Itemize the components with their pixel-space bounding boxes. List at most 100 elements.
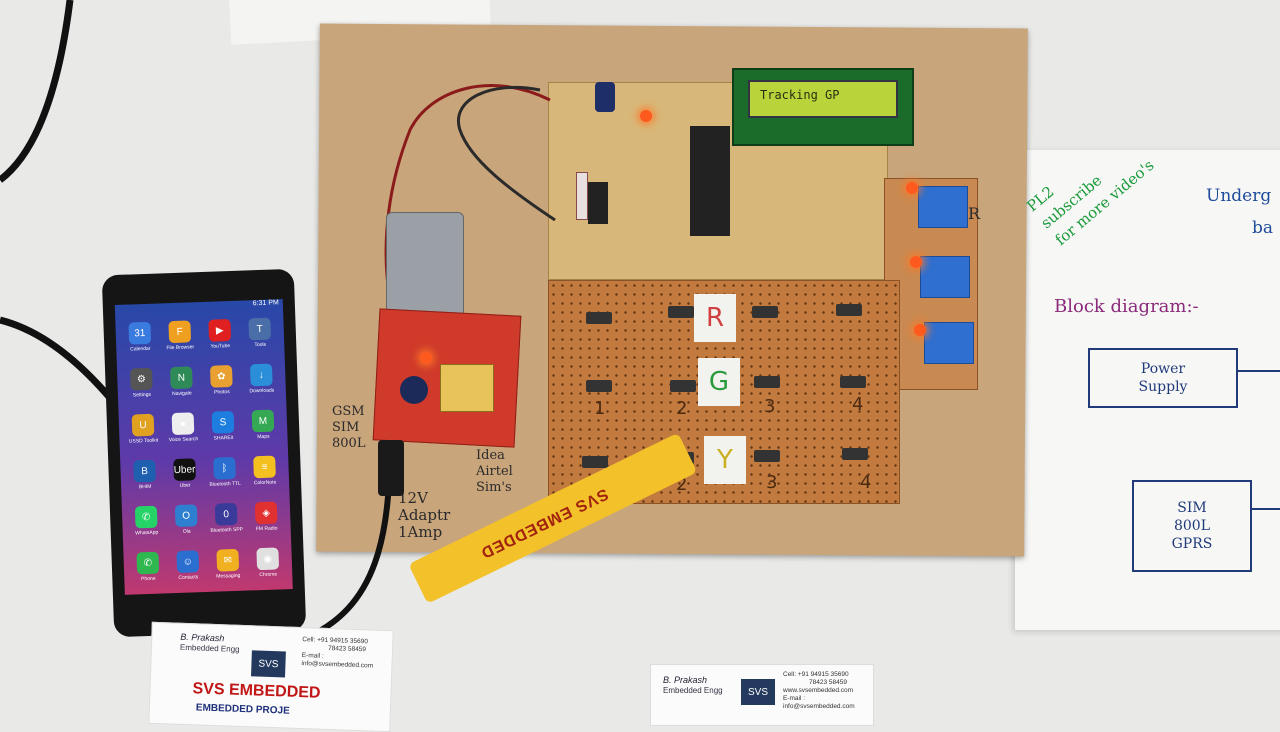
sim800l-block: SIM 800L GPRS [1132, 480, 1252, 572]
app-messaging[interactable]: ✉Messaging [207, 548, 249, 596]
app-label: Navigate [171, 390, 192, 398]
app-icon: B [133, 459, 156, 483]
card-role: Embedded Engg [663, 686, 723, 695]
app-voice-search[interactable]: ●Voice Search [163, 412, 205, 459]
app-colornote[interactable]: ≡ColorNote [244, 455, 286, 502]
app-label: Ola [182, 528, 191, 535]
switch [842, 448, 868, 460]
app-label: USSD Toolkit [128, 437, 159, 445]
app-icon: ☺ [176, 550, 200, 574]
app-label: Calendar [130, 345, 151, 353]
switch [582, 456, 608, 468]
capacitor [595, 82, 615, 112]
app-downloads[interactable]: ↓Downloads [241, 363, 283, 410]
switch [754, 376, 780, 388]
phone-status-time: 6:31 PM [252, 299, 279, 308]
app-fm-radio[interactable]: ◈FM Radio [246, 501, 288, 548]
app-icon: ✆ [136, 551, 160, 575]
block-diagram-heading: Block diagram:- [1054, 296, 1199, 317]
sim800l-chip [440, 364, 494, 412]
gsm-capacitor [400, 376, 428, 404]
card-r: R [694, 294, 736, 342]
ic-chip [588, 182, 608, 224]
business-card-right: B. Prakash Embedded Engg SVS Cell: +91 9… [650, 664, 874, 726]
app-icon: T [248, 317, 272, 341]
app-icon: ↓ [249, 363, 273, 387]
whiteboard-title: Underg ba [1206, 186, 1274, 238]
relay-led-3 [914, 324, 926, 336]
app-phone[interactable]: ✆Phone [127, 551, 169, 598]
business-card-left: B. Prakash Embedded Engg SVS Cell: +91 9… [148, 621, 394, 732]
app-icon: ◉ [256, 547, 280, 571]
whiteboard-sheet [1015, 150, 1280, 630]
note-gsm: GSM SIM 800L [332, 404, 366, 451]
app-icon: F [168, 320, 192, 344]
app-label: FM Radio [255, 525, 278, 533]
app-icon: ✉ [216, 548, 240, 572]
app-label: BHIM [138, 483, 152, 491]
switch-number: 3 [764, 396, 776, 417]
app-photos[interactable]: ✿Photos [201, 364, 243, 412]
switch-number: 4 [852, 394, 864, 415]
app-label: Bluetooth TTL [209, 480, 241, 488]
status-led [640, 110, 652, 122]
app-icon: ◈ [254, 501, 278, 525]
switch [836, 304, 862, 316]
card-company: SVS EMBEDDED [192, 680, 321, 702]
app-icon: M [251, 409, 275, 433]
app-whatsapp[interactable]: ✆WhatsApp [126, 505, 168, 552]
app-youtube[interactable]: ▶YouTube [199, 318, 241, 366]
app-chrome[interactable]: ◉Chrome [247, 547, 289, 594]
app-label: Voice Search [168, 436, 199, 444]
card-role: Embedded Engg [179, 642, 240, 654]
app-label: Chrome [259, 571, 278, 579]
relay-2 [920, 256, 970, 298]
lcd-text: Tracking GP [760, 88, 840, 102]
switch-number: 3 [766, 472, 778, 493]
app-label: Messaging [216, 572, 241, 580]
app-icon: O [174, 504, 198, 528]
lcd-display: Tracking GP [732, 68, 914, 146]
lcd-screen: Tracking GP [748, 80, 898, 118]
black-cable [0, 0, 74, 183]
switch [752, 306, 778, 318]
relay-led-2 [910, 256, 922, 268]
switch-number: 1 [594, 398, 606, 419]
app-icon: ▶ [208, 318, 232, 342]
microcontroller-chip [690, 126, 730, 236]
relay-1 [918, 186, 968, 228]
app-label: Downloads [249, 387, 275, 395]
relay-3 [924, 322, 974, 364]
app-label: Maps [257, 433, 270, 441]
switch-number: 4 [860, 472, 872, 493]
switch [668, 306, 694, 318]
card-name: B. Prakash [663, 675, 708, 685]
app-icon: ● [171, 412, 195, 436]
switch [670, 380, 696, 392]
app-icon: ✆ [134, 505, 158, 529]
app-icon: U [131, 413, 155, 437]
app-contacts[interactable]: ☺Contacts [167, 550, 209, 597]
card-y: Y [704, 436, 746, 484]
card-contact: Cell: +91 94915 35690 78423 58459 www.sv… [783, 671, 855, 710]
app-settings[interactable]: ⚙Settings [121, 367, 163, 414]
app-label: WhatsApp [135, 529, 159, 537]
switch-number: 2 [676, 398, 688, 419]
switch [586, 312, 612, 324]
db9-serial-connector [386, 212, 464, 326]
app-icon: N [169, 366, 193, 390]
diagram-connector [1236, 370, 1280, 372]
